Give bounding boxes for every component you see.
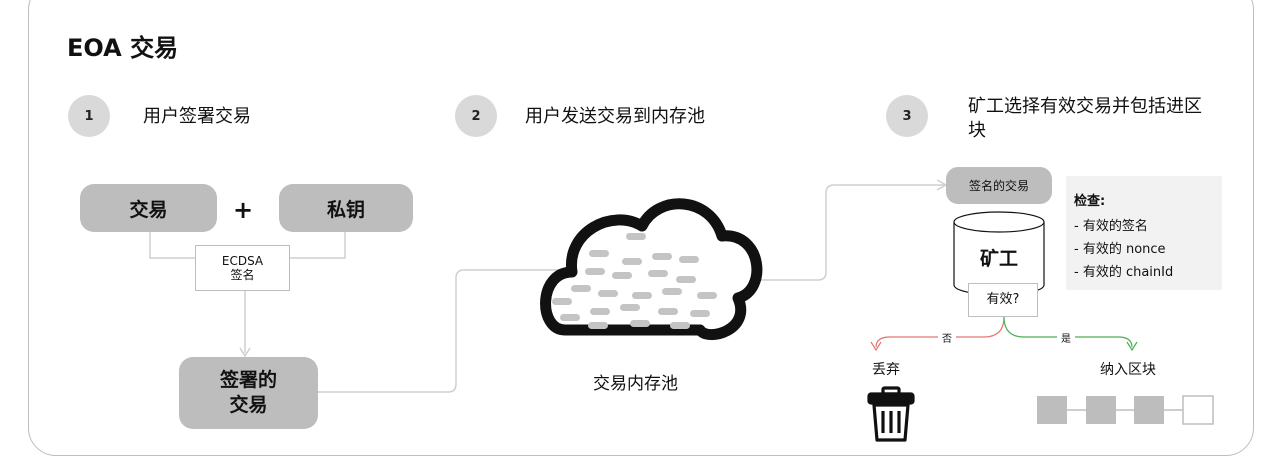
signed-transaction-pill: 签署的 交易 bbox=[179, 357, 318, 429]
signed-to-mempool-arrow bbox=[318, 269, 582, 393]
ecdsa-line-2: 签名 bbox=[230, 268, 255, 282]
step-1-label: 用户签署交易 bbox=[143, 106, 251, 127]
no-branch-arrow bbox=[875, 316, 1005, 348]
mempool-label: 交易内存池 bbox=[593, 374, 678, 394]
mempool-to-miner-arrow bbox=[742, 184, 944, 281]
check-item-nonce: - 有效的 nonce bbox=[1074, 242, 1166, 257]
ecdsa-line-1: ECDSA bbox=[221, 254, 264, 268]
private-key-pill: 私钥 bbox=[279, 184, 413, 232]
step-2-circle: 2 bbox=[455, 95, 497, 137]
signed-tx-pill: 签名的交易 bbox=[946, 167, 1052, 204]
signed-line-2: 交易 bbox=[229, 394, 268, 416]
signed-line-1: 签署的 bbox=[219, 369, 277, 391]
diagram-frame bbox=[28, 0, 1254, 456]
miner-cylinder-icon bbox=[953, 211, 1045, 296]
diagram-title: EOA 交易 bbox=[67, 34, 179, 62]
blockchain-icon bbox=[1037, 395, 1214, 425]
validity-checks-box: 检查: - 有效的签名 - 有效的 nonce - 有效的 chainId bbox=[1066, 176, 1222, 290]
miner-label: 矿工 bbox=[979, 248, 1018, 270]
checks-title: 检查: bbox=[1074, 194, 1106, 209]
tx-to-ecdsa-line bbox=[149, 232, 195, 259]
valid-question-box: 有效? bbox=[968, 283, 1038, 317]
yes-arrowhead bbox=[1126, 341, 1138, 352]
mempool-cloud-icon bbox=[540, 198, 763, 340]
step-1-circle: 1 bbox=[68, 95, 110, 137]
step-3-label: 矿工选择有效交易并包括进区块 bbox=[968, 96, 1202, 141]
check-item-chainid: - 有效的 chainId bbox=[1074, 265, 1174, 280]
step-2-label: 用户发送交易到内存池 bbox=[525, 106, 705, 127]
step-3-circle: 3 bbox=[886, 95, 928, 137]
ecdsa-sign-box: ECDSA 签名 bbox=[195, 245, 290, 291]
yes-label: 是 bbox=[1057, 330, 1075, 345]
ecdsa-arrowhead bbox=[239, 347, 251, 358]
no-label: 否 bbox=[938, 330, 956, 345]
key-to-ecdsa-line bbox=[290, 232, 346, 259]
check-item-signature: - 有效的签名 bbox=[1074, 219, 1148, 234]
discard-label: 丢弃 bbox=[872, 362, 900, 378]
plus-sign: + bbox=[233, 196, 254, 224]
include-block-label: 纳入区块 bbox=[1100, 362, 1156, 378]
no-arrowhead bbox=[870, 341, 882, 352]
trash-icon bbox=[867, 386, 915, 442]
transaction-pill: 交易 bbox=[80, 184, 217, 232]
